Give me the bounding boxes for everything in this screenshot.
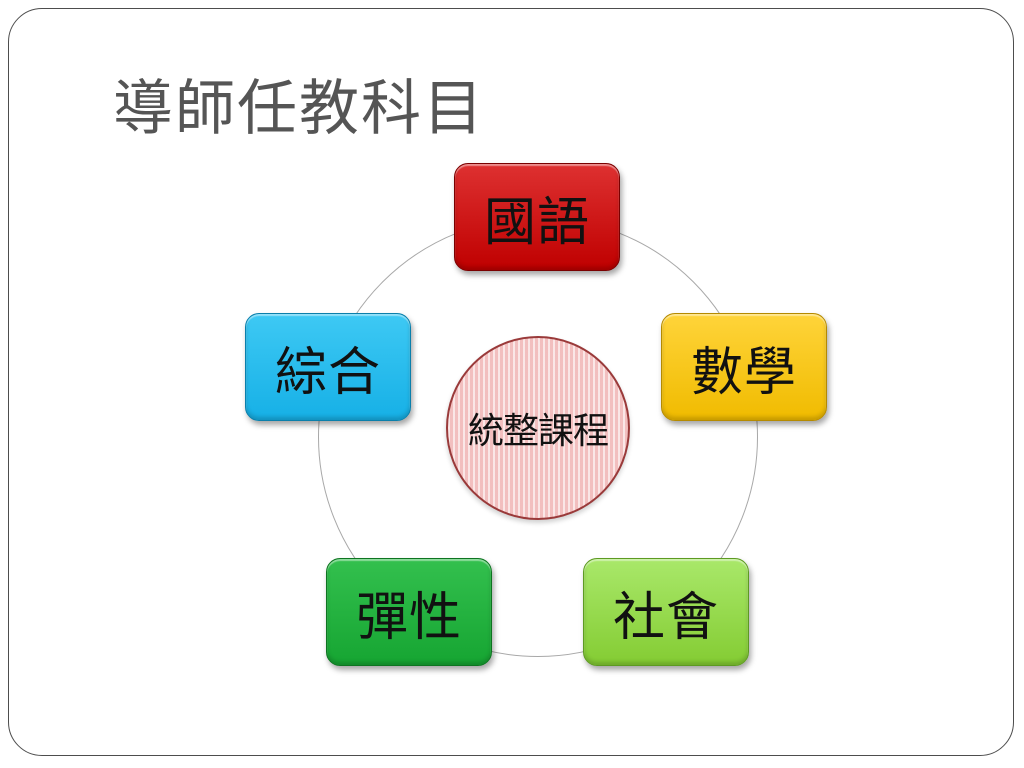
node-label-math: 數學	[690, 342, 797, 403]
node-chinese: 國語	[454, 163, 620, 271]
node-label-chinese: 國語	[483, 192, 590, 253]
slide-title: 導師任教科目	[113, 74, 485, 144]
node-label-social: 社會	[612, 587, 719, 648]
node-label-flexible: 彈性	[355, 587, 462, 648]
node-math: 數學	[661, 313, 827, 421]
node-label-integrated: 綜合	[274, 342, 381, 403]
center-label: 統整課程	[467, 411, 609, 452]
center-node: 統整課程	[446, 336, 630, 520]
node-integrated: 綜合	[245, 313, 411, 421]
node-flexible: 彈性	[326, 558, 492, 666]
node-social: 社會	[583, 558, 749, 666]
